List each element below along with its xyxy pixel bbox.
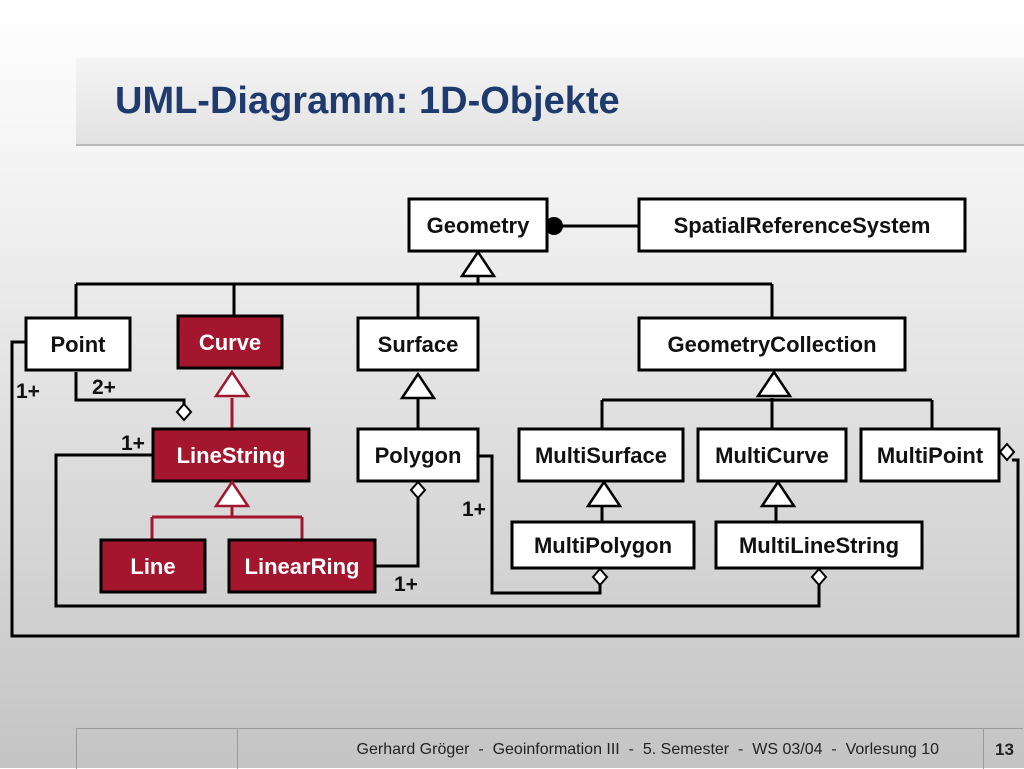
- geometry-class-box: [407, 197, 549, 253]
- generalization-arrowhead: [759, 479, 797, 508]
- multi-point-class-label: MultiPoint: [877, 443, 984, 468]
- generalization-arrowhead: [585, 479, 623, 508]
- footer-divider: [983, 729, 984, 769]
- geometry-collection-class-label: GeometryCollection: [667, 332, 876, 357]
- association-end-dot: [545, 217, 563, 235]
- spatial-reference-system-class-box: [637, 197, 967, 253]
- page-number: 13: [995, 740, 1014, 759]
- point-class-label: Point: [51, 332, 107, 357]
- generalization-arrowhead: [755, 369, 793, 398]
- multi-point-class-box: [859, 427, 1001, 483]
- multiplicity-label: 1+: [121, 432, 145, 455]
- surface-class-box: [356, 316, 480, 372]
- point-class-box: [24, 316, 132, 372]
- multiplicity-label: 1+: [16, 380, 40, 403]
- aggregation-diamond: [998, 442, 1016, 462]
- curve-class-label: Curve: [199, 330, 261, 355]
- multi-curve-class-label: MultiCurve: [715, 443, 829, 468]
- generalization-arrowhead: [213, 479, 251, 508]
- line-string-class-label: LineString: [177, 443, 286, 468]
- multiplicity-label: 2+: [92, 376, 116, 399]
- line-class-box: [99, 538, 207, 594]
- aggregation-line: [478, 454, 602, 595]
- footer-divider: [237, 729, 238, 769]
- aggregation-line: [54, 453, 821, 608]
- line-string-class-box: [151, 427, 311, 483]
- generalization-arrowhead: [459, 249, 497, 278]
- multi-surface-class-box: [517, 427, 685, 483]
- aggregation-diamond: [810, 567, 828, 587]
- geometry-collection-class-box: [637, 316, 907, 372]
- footer: Gerhard Gröger - Geoinformation III - 5.…: [76, 728, 1023, 769]
- generalization-arrowhead: [213, 369, 251, 398]
- aggregation-diamond: [409, 480, 427, 500]
- aggregation-line: [370, 498, 420, 568]
- generalization-arrowhead: [399, 371, 437, 400]
- aggregation-line: [74, 372, 186, 404]
- geometry-class-label: Geometry: [427, 213, 530, 238]
- aggregation-diamond: [591, 567, 609, 587]
- multiplicity-label: 1+: [462, 498, 486, 521]
- line-class-label: Line: [130, 554, 175, 579]
- multi-curve-class-box: [696, 427, 848, 483]
- aggregation-diamond: [175, 402, 193, 422]
- multi-polygon-class-label: MultiPolygon: [534, 533, 672, 558]
- title-band: [76, 58, 1024, 146]
- footer-text: Gerhard Gröger - Geoinformation III - 5.…: [356, 741, 939, 758]
- multi-surface-class-label: MultiSurface: [535, 443, 667, 468]
- linear-ring-class-box: [227, 538, 377, 594]
- multiplicity-label: 1+: [394, 573, 418, 596]
- linear-ring-class-label: LinearRing: [245, 554, 360, 579]
- aggregation-line: [10, 340, 1020, 638]
- slide-title: UML-Diagramm: 1D-Objekte: [115, 80, 620, 122]
- spatial-reference-system-class-label: SpatialReferenceSystem: [674, 213, 931, 238]
- multi-line-string-class-box: [714, 520, 924, 570]
- multi-line-string-class-label: MultiLineString: [739, 533, 899, 558]
- surface-class-label: Surface: [378, 332, 459, 357]
- curve-class-box: [176, 314, 284, 370]
- multi-polygon-class-box: [510, 520, 696, 570]
- polygon-class-label: Polygon: [375, 443, 462, 468]
